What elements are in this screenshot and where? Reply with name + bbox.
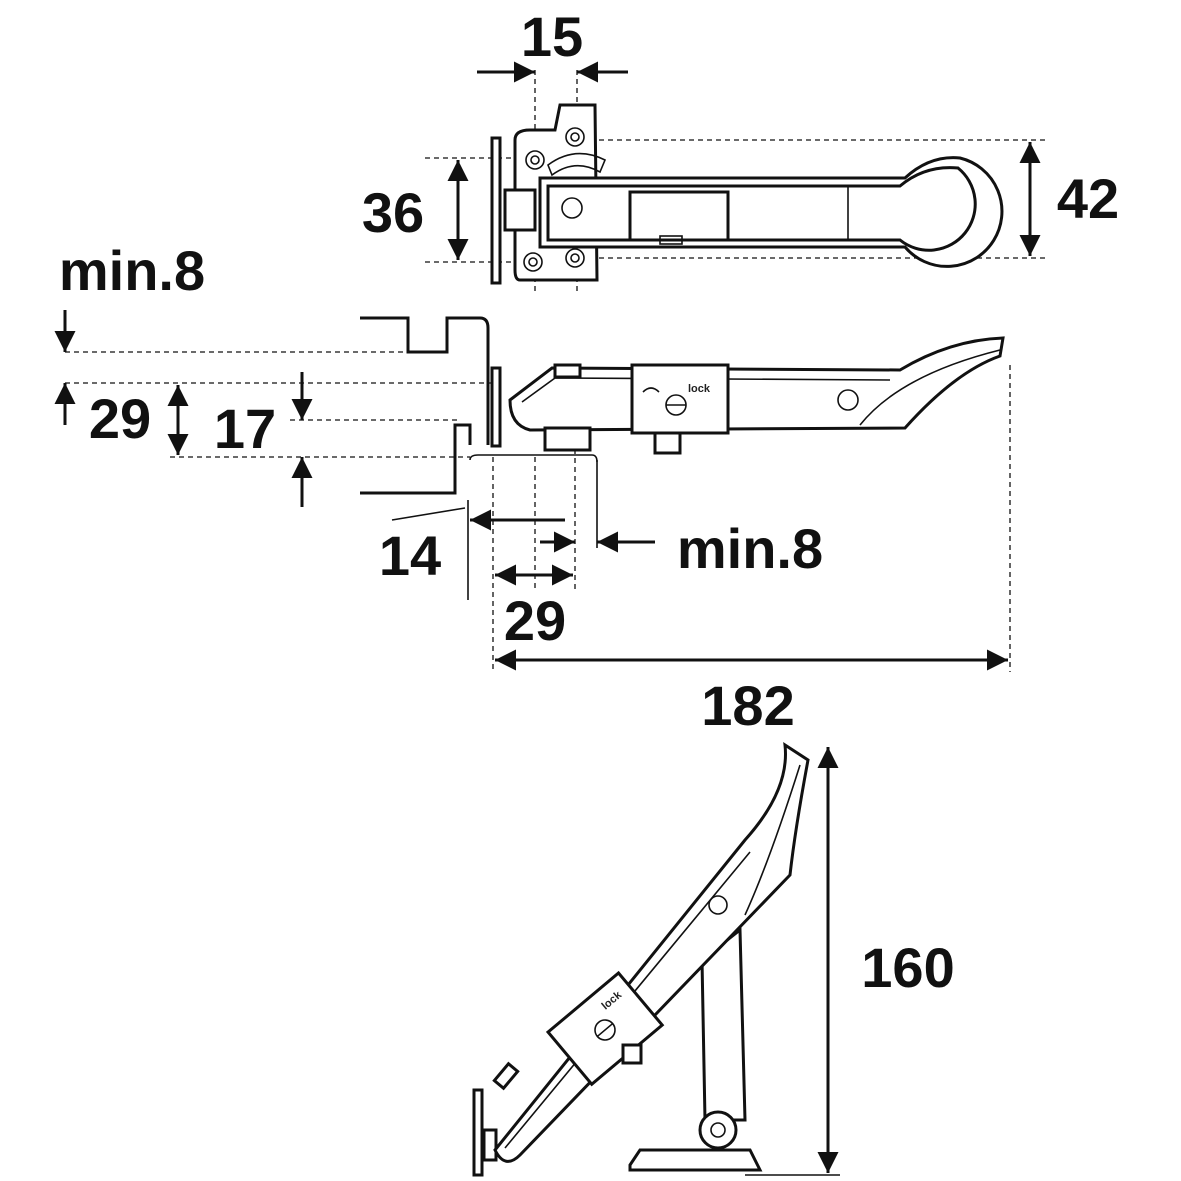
dim-42-label: 42	[1057, 167, 1119, 230]
dim-182-label: 182	[701, 674, 794, 737]
side-view: lock min.8 29 17 14 min.8 29 182	[54, 239, 1011, 737]
dim-min8-right-label: min.8	[677, 517, 823, 580]
dim-min8-left-label: min.8	[59, 239, 205, 302]
dim-29-bottom-label: 29	[504, 589, 566, 652]
lock-label: lock	[688, 383, 711, 395]
dim-17-label: 17	[214, 397, 276, 460]
dim-14-label: 14	[379, 524, 441, 587]
top-view: 15 36 42	[362, 5, 1119, 292]
open-view: 160 lock	[472, 742, 955, 1177]
dim-29-left-label: 29	[89, 387, 151, 450]
dim-15-label: 15	[521, 5, 583, 68]
dim-36-label: 36	[362, 181, 424, 244]
dim-160-label: 160	[861, 936, 954, 999]
